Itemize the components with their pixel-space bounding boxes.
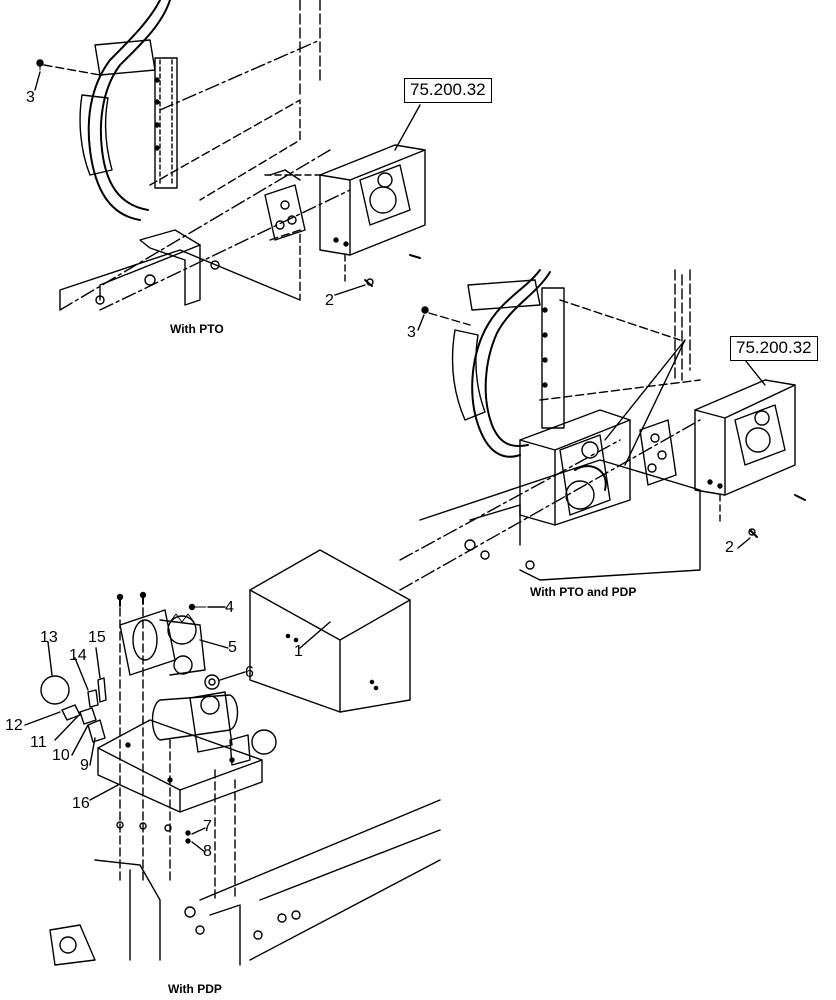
solenoid-assembly xyxy=(189,691,233,753)
callout-13[interactable]: 13 xyxy=(40,629,58,646)
callout-3-pto[interactable]: 3 xyxy=(26,89,35,106)
callout-15[interactable]: 15 xyxy=(88,629,106,646)
callout-10[interactable]: 10 xyxy=(52,747,70,764)
callout-16[interactable]: 16 xyxy=(72,795,90,812)
callout-2-pto-pdp[interactable]: 2 xyxy=(725,539,734,556)
reference-link-pto[interactable]: 75.200.32 xyxy=(404,78,492,103)
view-pto-drawing xyxy=(34,0,426,311)
cover-part-1 xyxy=(249,549,411,713)
callout-2-pto[interactable]: 2 xyxy=(325,292,334,309)
view-pdp-drawing xyxy=(24,549,441,966)
caption-pto-pdp: With PTO and PDP xyxy=(530,585,637,599)
callout-4[interactable]: 4 xyxy=(225,599,234,616)
mounting-plate-part-16 xyxy=(97,719,263,813)
frame-member xyxy=(139,229,201,306)
pdp-housing xyxy=(519,409,631,526)
callout-12[interactable]: 12 xyxy=(5,717,23,734)
callout-14[interactable]: 14 xyxy=(69,647,87,664)
callout-3-pto-pdp[interactable]: 3 xyxy=(407,324,416,341)
view-pto-pdp-drawing xyxy=(399,269,806,591)
callout-1[interactable]: 1 xyxy=(294,643,303,660)
pto-flange-2 xyxy=(639,419,677,486)
callout-6[interactable]: 6 xyxy=(245,664,254,681)
caption-pdp: With PDP xyxy=(168,982,222,996)
callout-5[interactable]: 5 xyxy=(228,639,237,656)
compressor-housing-2 xyxy=(694,379,796,496)
frame-bracket xyxy=(49,924,96,966)
callout-7[interactable]: 7 xyxy=(203,818,212,835)
channel-bracket xyxy=(154,57,178,189)
gauge-part-13 xyxy=(40,675,70,705)
reference-link-pto-pdp[interactable]: 75.200.32 xyxy=(730,336,818,361)
caption-pto: With PTO xyxy=(170,322,224,336)
pto-flange xyxy=(264,184,306,241)
callout-8[interactable]: 8 xyxy=(203,843,212,860)
compressor-housing xyxy=(319,144,426,256)
callout-11[interactable]: 11 xyxy=(30,734,47,751)
callout-9[interactable]: 9 xyxy=(80,757,89,774)
